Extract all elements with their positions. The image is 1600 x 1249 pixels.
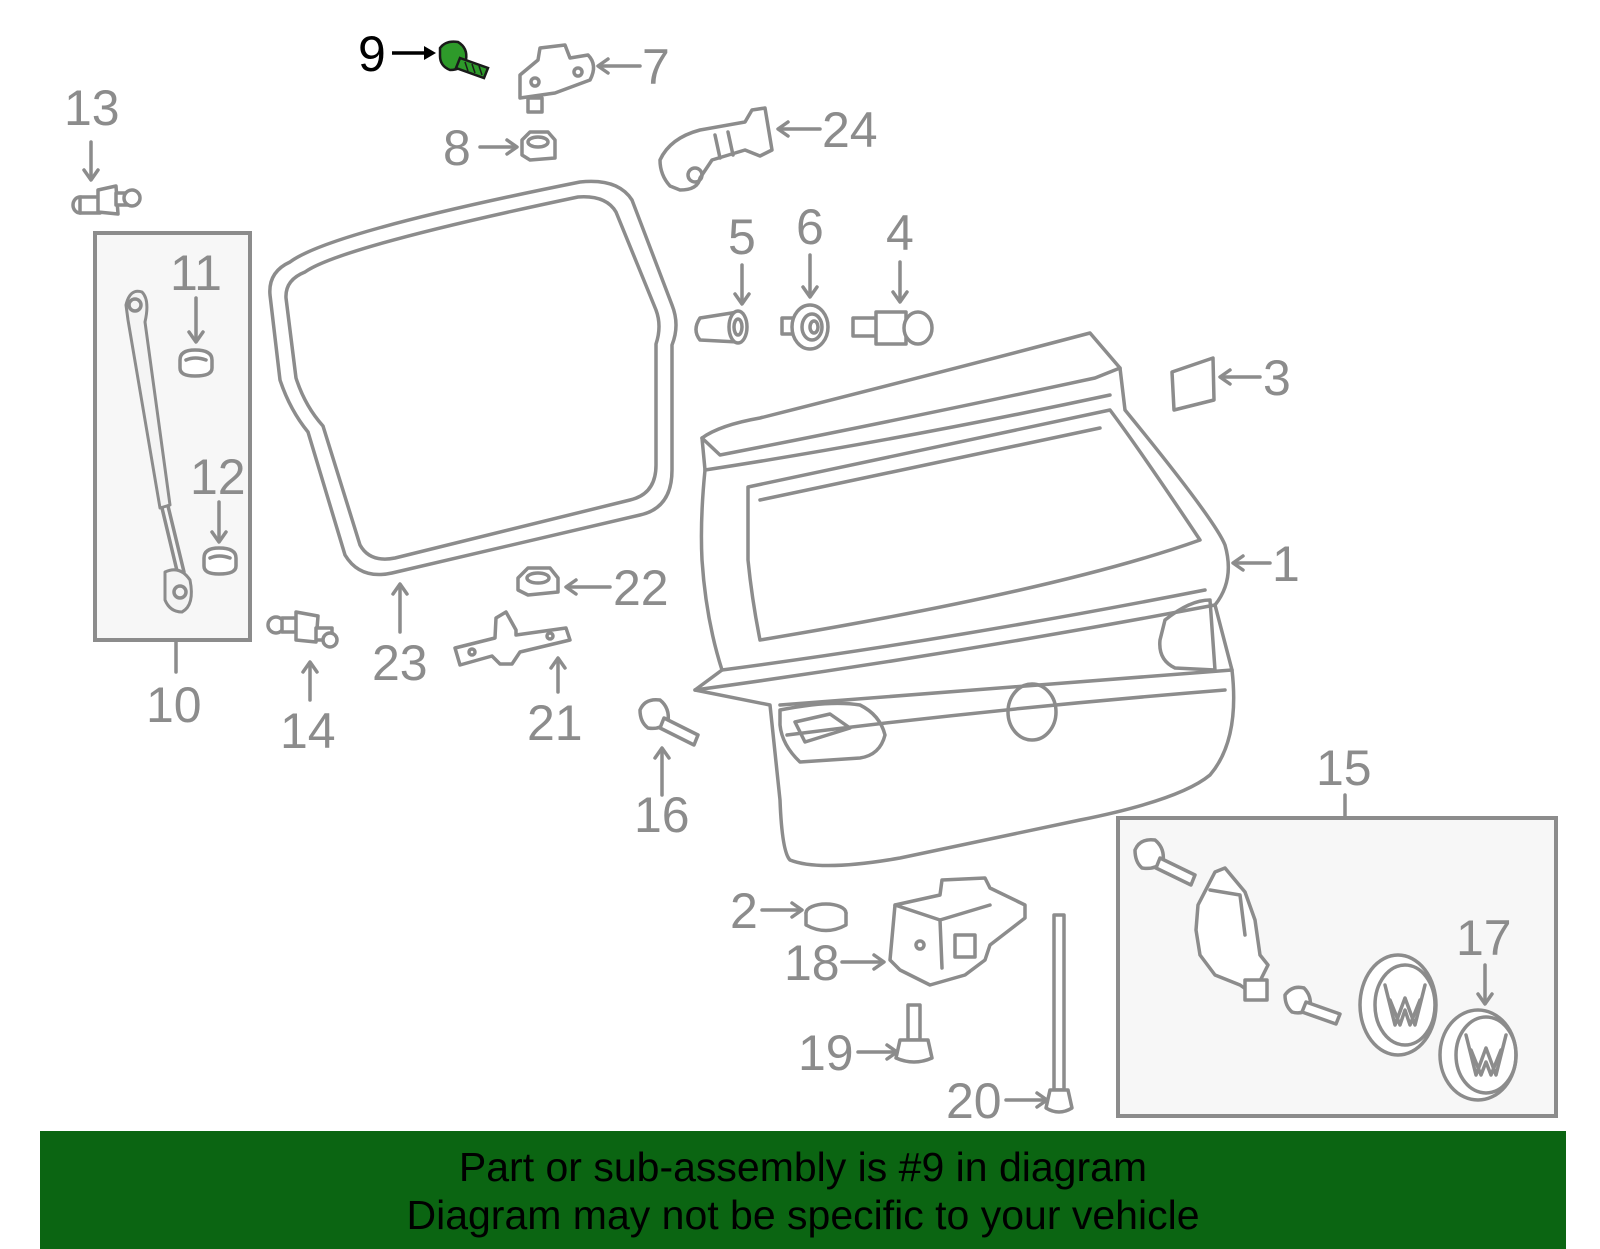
part-7-hinge <box>518 43 596 114</box>
part-14-ball-stud <box>266 610 339 649</box>
callout-8: 8 <box>443 120 471 176</box>
leader-lines <box>82 46 1494 1109</box>
callout-4: 4 <box>886 205 914 261</box>
part-15-assembly <box>1133 837 1518 1102</box>
callout-15: 15 <box>1316 740 1372 796</box>
callout-22: 22 <box>613 560 669 616</box>
part-3-pad <box>1170 356 1216 412</box>
callout-19: 19 <box>798 1025 854 1081</box>
banner-line-2: Diagram may not be specific to your vehi… <box>406 1192 1200 1238</box>
part-19-bolt <box>894 1003 934 1064</box>
callout-17: 17 <box>1456 910 1512 966</box>
part-11-clip <box>178 348 214 378</box>
callout-14: 14 <box>280 703 336 759</box>
callout-23: 23 <box>372 635 428 691</box>
part-23-weatherstrip <box>268 179 678 577</box>
part-8-nut <box>520 130 557 162</box>
callout-11: 11 <box>170 245 222 301</box>
part-21-bracket <box>453 610 572 667</box>
part-4-bumper <box>851 310 934 346</box>
info-banner: Part or sub-assembly is #9 in diagram Di… <box>40 1131 1566 1249</box>
callout-labels: 13 11 12 10 14 23 21 22 8 7 24 5 6 4 3 1… <box>64 26 1512 1129</box>
callout-24: 24 <box>822 102 878 158</box>
callout-13: 13 <box>64 80 120 136</box>
banner-line-1: Part or sub-assembly is #9 in diagram <box>458 1144 1148 1190</box>
part-13-ball-stud <box>71 184 142 216</box>
callout-21: 21 <box>527 695 583 751</box>
part-9-bolt-highlighted <box>438 40 490 80</box>
callout-9-highlighted: 9 <box>358 26 386 82</box>
part-12-clip <box>202 546 238 576</box>
part-22-nut <box>516 566 560 597</box>
callout-20: 20 <box>946 1073 1002 1129</box>
callout-10: 10 <box>146 677 202 733</box>
part-6-grommet <box>780 303 830 351</box>
callout-16: 16 <box>634 787 690 843</box>
callout-5: 5 <box>728 209 756 265</box>
part-10-gas-strut <box>124 289 193 614</box>
callout-3: 3 <box>1263 350 1291 406</box>
callout-6: 6 <box>796 199 824 255</box>
callout-1: 1 <box>1272 536 1300 592</box>
part-2-bumper <box>804 902 848 933</box>
part-5-bushing <box>694 309 749 345</box>
part-16-bolt <box>638 697 700 747</box>
callout-18: 18 <box>784 935 840 991</box>
part-18-latch <box>888 876 1027 987</box>
part-1-liftgate <box>693 331 1236 868</box>
callout-7: 7 <box>642 39 670 95</box>
part-20-rod <box>1044 913 1074 1114</box>
part-24-cable-guide <box>658 106 774 192</box>
callout-12: 12 <box>190 449 246 505</box>
callout-2: 2 <box>730 883 758 939</box>
